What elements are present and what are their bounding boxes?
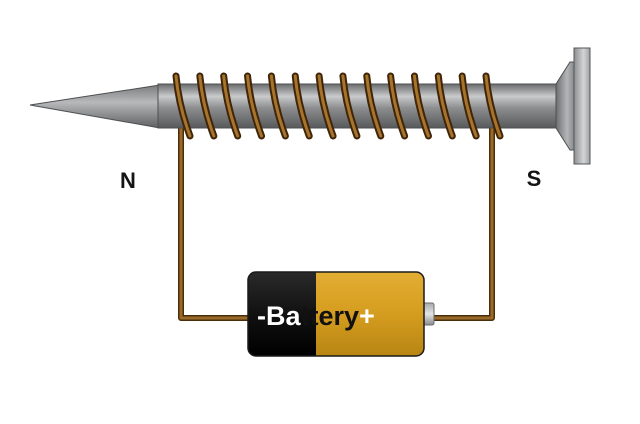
north-pole-label: N bbox=[120, 168, 136, 193]
battery-negative-half bbox=[248, 272, 314, 356]
circuit-wire bbox=[178, 118, 495, 321]
coil-turn-highlight bbox=[293, 74, 311, 138]
coil-turn-highlight bbox=[389, 74, 407, 138]
coil-turn-highlight bbox=[412, 74, 430, 138]
battery-name-part-dark: ttery bbox=[301, 301, 360, 331]
south-pole-label: S bbox=[527, 166, 542, 191]
battery-positive-sign: + bbox=[359, 301, 375, 331]
battery-negative-sign: - bbox=[257, 301, 266, 331]
coil-turn-highlight bbox=[222, 74, 240, 138]
coil-turn-highlight bbox=[269, 74, 287, 138]
coil-turn-highlight bbox=[484, 74, 502, 138]
coil-turn-highlight bbox=[246, 74, 264, 138]
iron-nail bbox=[29, 47, 591, 165]
coil-turn-highlight bbox=[198, 74, 216, 138]
nail-tip bbox=[29, 84, 161, 129]
coil-turn-highlight bbox=[436, 74, 454, 138]
battery: -Battery+ bbox=[247, 271, 435, 357]
coil-turn-highlight bbox=[365, 74, 383, 138]
battery-label: -Battery+ bbox=[257, 301, 375, 331]
coil-turn-highlight bbox=[174, 74, 192, 138]
battery-outline bbox=[247, 271, 425, 357]
coil-turn-highlight bbox=[317, 74, 335, 138]
battery-positive-half bbox=[304, 272, 424, 356]
battery-name-part-light: Ba bbox=[266, 301, 301, 331]
wire-coil bbox=[172, 72, 504, 140]
coil-turn-highlight bbox=[460, 74, 478, 138]
nail-head-cap bbox=[573, 47, 591, 165]
coil-turn-highlight bbox=[341, 74, 359, 138]
